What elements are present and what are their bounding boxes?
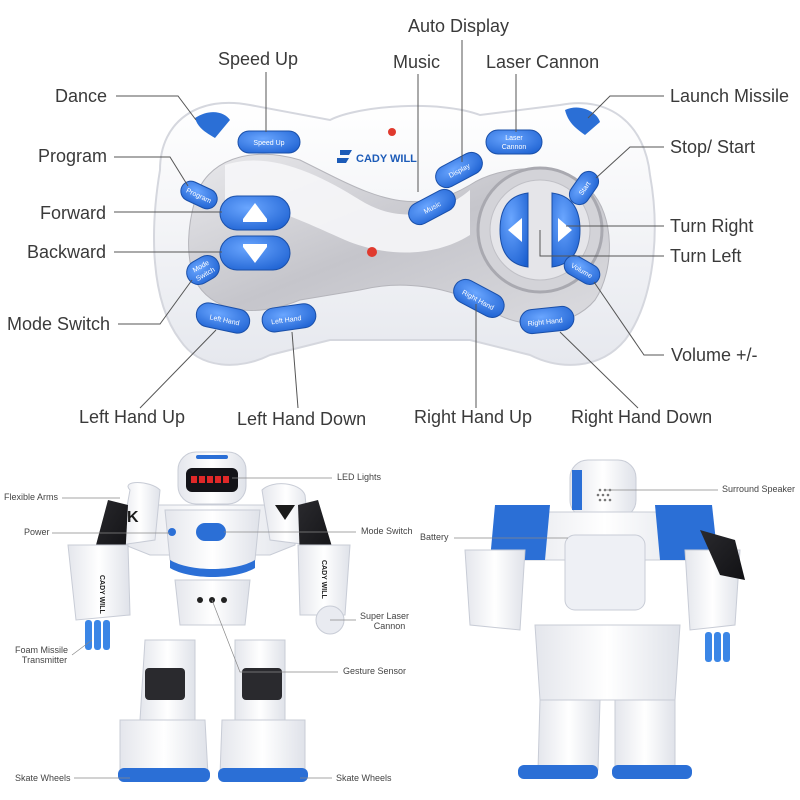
label-led-lights: LED Lights bbox=[337, 472, 382, 482]
label-forward: Forward bbox=[40, 203, 107, 223]
svg-text:Cannon: Cannon bbox=[502, 144, 527, 151]
label-right-hand-down: Right Hand Down bbox=[571, 407, 713, 427]
label-volume: Volume +/- bbox=[671, 345, 758, 365]
arrow-down-icon bbox=[243, 247, 267, 263]
label-launch-missile: Launch Missile bbox=[670, 86, 790, 106]
volume-button[interactable]: Volume bbox=[561, 252, 604, 288]
svg-text:Left Hand: Left Hand bbox=[271, 315, 302, 326]
chest-logo: K bbox=[127, 509, 139, 526]
skate-wheels-left bbox=[118, 768, 210, 782]
label-turn-right: Turn Right bbox=[670, 216, 754, 236]
front-robot-leader-lines bbox=[52, 477, 356, 779]
backward-button[interactable] bbox=[219, 235, 291, 271]
label-turn-left: Turn Left bbox=[670, 246, 742, 266]
label-stop-start: Stop/ Start bbox=[670, 137, 756, 157]
svg-text:Right Hand: Right Hand bbox=[527, 317, 563, 328]
speaker-grille bbox=[596, 488, 612, 502]
dance-shoulder-button[interactable] bbox=[195, 112, 230, 138]
remote-swoosh bbox=[225, 160, 470, 253]
label-foam-missile-line2: Transmitter bbox=[21, 654, 68, 665]
label-foam-missile-line1: Foam Missile bbox=[15, 645, 69, 655]
right-hand-up-button[interactable]: Right Hand bbox=[449, 275, 508, 322]
arrow-right-icon bbox=[558, 218, 572, 242]
label-super-laser-line2: Cannon bbox=[373, 620, 406, 631]
label-music: Music bbox=[393, 52, 441, 72]
label-speed-up: Speed Up bbox=[218, 49, 299, 69]
left-hand-up-button[interactable]: Left Hand bbox=[194, 301, 252, 336]
label-laser-cannon: Laser Cannon bbox=[486, 52, 600, 72]
program-button[interactable]: Program bbox=[178, 178, 221, 212]
arrow-up-icon bbox=[243, 203, 267, 219]
turn-left-button[interactable] bbox=[499, 192, 529, 268]
start-button[interactable]: Start bbox=[565, 168, 602, 209]
brand-text: CADY WILL bbox=[356, 153, 417, 165]
svg-text:Laser: Laser bbox=[505, 135, 523, 142]
label-dance: Dance bbox=[55, 86, 108, 106]
power-button bbox=[168, 528, 176, 536]
led-lights bbox=[191, 476, 229, 483]
label-skate-wheels-left: Skate Wheels bbox=[15, 773, 71, 783]
red-led-top bbox=[388, 128, 396, 136]
brand-logo: CADY WILL bbox=[337, 150, 417, 165]
skate-wheels-right bbox=[218, 768, 308, 782]
arrow-left-icon bbox=[508, 218, 522, 242]
label-power: Power bbox=[24, 527, 50, 537]
label-foam-missile-transmitter: Foam Missile Transmitter bbox=[15, 645, 69, 666]
left-hand-down-button[interactable]: Left Hand bbox=[261, 302, 318, 333]
label-battery: Battery bbox=[420, 532, 449, 542]
label-left-hand-down: Left Hand Down bbox=[237, 409, 367, 429]
back-robot-leader-lines bbox=[454, 489, 718, 539]
turn-right-button[interactable] bbox=[551, 192, 581, 268]
label-super-laser-line1: Super Laser bbox=[360, 611, 410, 621]
front-robot: K CADY WILL CADY WILL bbox=[67, 451, 351, 782]
label-mode-switch: Mode Switch bbox=[7, 314, 111, 334]
svg-text:Speed Up: Speed Up bbox=[253, 140, 284, 147]
mode-switch-button[interactable]: Mode Switch bbox=[182, 251, 223, 289]
back-robot bbox=[464, 459, 745, 779]
label-skate-wheels-right: Skate Wheels bbox=[336, 773, 392, 783]
arm-text-right: CADY WILL bbox=[320, 560, 327, 599]
label-super-laser-cannon: Super Laser Cannon bbox=[360, 611, 410, 632]
remote-leader-lines bbox=[114, 40, 664, 409]
mode-switch-knob bbox=[196, 523, 226, 541]
foam-missile-transmitter bbox=[85, 620, 110, 650]
label-program: Program bbox=[38, 146, 108, 166]
label-surround-speaker: Surround Speaker bbox=[722, 484, 796, 494]
display-button[interactable]: Display bbox=[432, 149, 486, 192]
speed-up-button[interactable]: Speed Up bbox=[237, 130, 301, 154]
label-flexible-arms: Flexible Arms bbox=[4, 492, 59, 502]
laser-cannon-button[interactable]: Laser Cannon bbox=[485, 129, 543, 155]
label-gesture-sensor: Gesture Sensor bbox=[343, 666, 407, 676]
label-auto-display: Auto Display bbox=[408, 16, 510, 36]
label-left-hand-up: Left Hand Up bbox=[79, 407, 186, 427]
arm-text-left: CADY WILL bbox=[98, 575, 105, 614]
label-backward: Backward bbox=[27, 242, 107, 262]
forward-button[interactable] bbox=[219, 195, 291, 231]
red-led-center bbox=[367, 247, 377, 257]
music-button[interactable]: Music bbox=[405, 186, 459, 229]
battery-cover bbox=[564, 534, 646, 611]
label-mode-switch-robot: Mode Switch bbox=[361, 526, 413, 536]
label-right-hand-up: Right Hand Up bbox=[414, 407, 533, 427]
right-hand-down-button[interactable]: Right Hand bbox=[519, 305, 575, 335]
